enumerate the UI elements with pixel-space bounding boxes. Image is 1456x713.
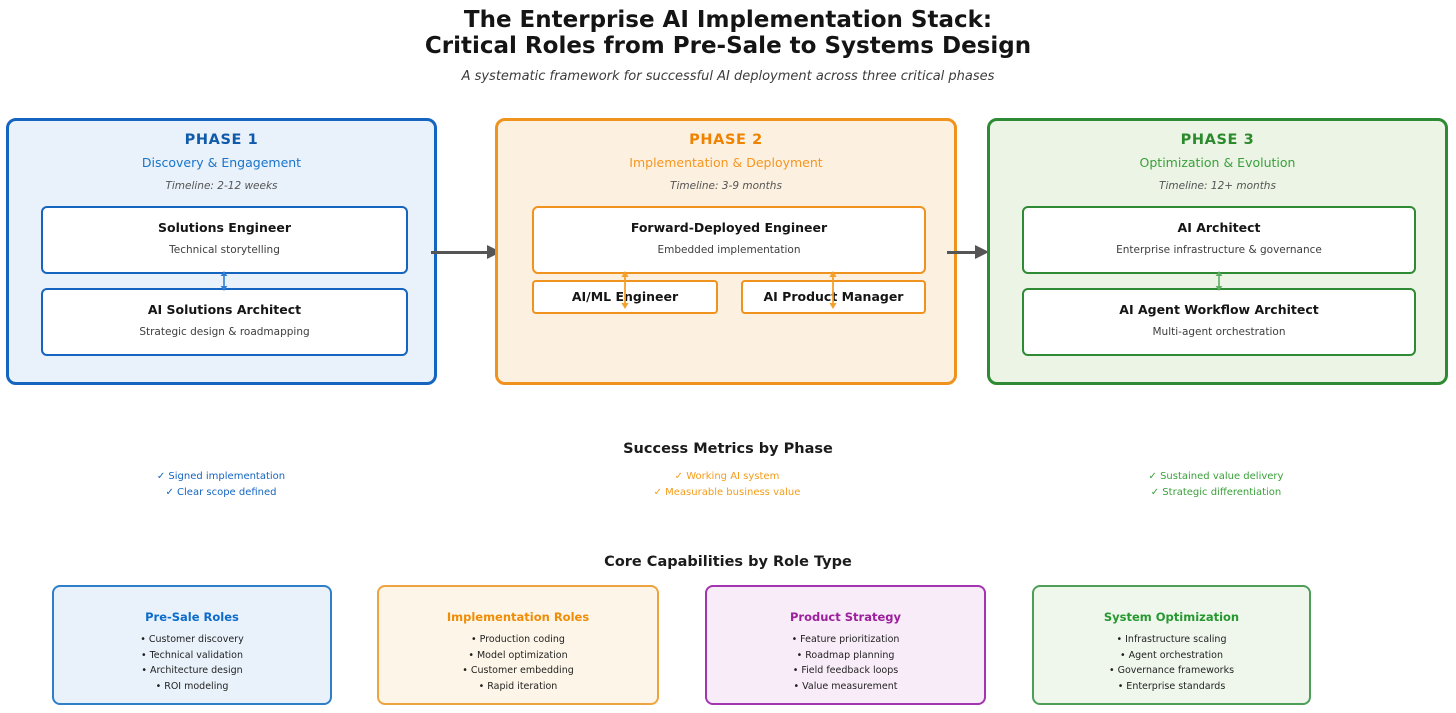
capability-items: • Customer discovery • Technical validat… xyxy=(54,632,330,694)
bidirectional-arrow-icon xyxy=(218,271,230,291)
capability-item: • Infrastructure scaling xyxy=(1116,634,1227,645)
capability-box-pre-sale-roles: Pre-Sale Roles • Customer discovery • Te… xyxy=(52,585,332,705)
role-description: Embedded implementation xyxy=(657,244,801,256)
capability-items: • Feature prioritization • Roadmap plann… xyxy=(707,632,984,694)
bidirectional-arrow-icon xyxy=(827,271,839,309)
phase-1-name: PHASE 1 xyxy=(184,132,259,148)
role-title: AI Solutions Architect xyxy=(147,302,302,317)
role-box-ai-architect: AI Architect Enterprise infrastructure &… xyxy=(1022,206,1416,274)
role-description: Enterprise infrastructure & governance xyxy=(1116,244,1322,256)
capability-item: • Customer discovery xyxy=(140,634,244,645)
core-capabilities-heading: Core Capabilities by Role Type xyxy=(604,554,852,570)
bidirectional-arrow-icon xyxy=(1213,271,1225,291)
phase-2-timeline: Timeline: 3-9 months xyxy=(670,180,782,192)
page-subtitle: A systematic framework for successful AI… xyxy=(461,69,995,84)
capability-item: • Field feedback loops xyxy=(792,665,899,676)
success-metrics-heading: Success Metrics by Phase xyxy=(623,441,833,457)
role-title: AI Architect xyxy=(1177,220,1261,235)
metrics-phase-2: ✓ Working AI system ✓ Measurable busines… xyxy=(577,469,877,500)
role-description: Strategic design & roadmapping xyxy=(139,326,310,338)
metric-item: ✓ Measurable business value xyxy=(653,486,801,498)
capability-item: • ROI modeling xyxy=(155,680,229,692)
role-description: Technical storytelling xyxy=(169,244,280,256)
capability-title: Pre-Sale Roles xyxy=(145,610,239,624)
capability-item: • Production coding xyxy=(471,634,565,645)
metric-item: ✓ Sustained value delivery xyxy=(1148,471,1284,482)
metrics-phase-3: ✓ Sustained value delivery ✓ Strategic d… xyxy=(1066,469,1366,500)
capability-item: • Customer embedding xyxy=(462,665,574,676)
capability-items: • Production coding • Model optimization… xyxy=(379,632,657,694)
capability-item: • Value measurement xyxy=(793,680,898,692)
capability-item: • Roadmap planning xyxy=(796,649,895,661)
capability-box-product-strategy: Product Strategy • Feature prioritizatio… xyxy=(705,585,986,705)
metric-item: ✓ Clear scope defined xyxy=(165,486,277,498)
bidirectional-arrow-icon xyxy=(619,271,631,309)
role-box-ai-solutions-architect: AI Solutions Architect Strategic design … xyxy=(41,288,408,356)
role-title: Solutions Engineer xyxy=(157,220,291,235)
metrics-phase-1: ✓ Signed implementation ✓ Clear scope de… xyxy=(71,469,371,500)
capability-item: • Governance frameworks xyxy=(1108,665,1235,676)
capability-item: • Feature prioritization xyxy=(791,634,900,645)
capability-box-system-optimization: System Optimization • Infrastructure sca… xyxy=(1032,585,1311,705)
role-box-ai-agent-workflow-architect: AI Agent Workflow Architect Multi-agent … xyxy=(1022,288,1416,356)
capability-item: • Rapid iteration xyxy=(478,680,558,692)
page-title-line2: Critical Roles from Pre-Sale to Systems … xyxy=(424,33,1032,59)
capability-item: • Model optimization xyxy=(468,649,568,661)
role-title: Forward-Deployed Engineer xyxy=(630,220,828,235)
capability-item: • Architecture design xyxy=(141,665,243,676)
capability-title: Product Strategy xyxy=(790,610,901,624)
metric-item: ✓ Working AI system xyxy=(674,471,780,482)
phase-flow-arrow-icon xyxy=(431,245,501,259)
role-title: AI Agent Workflow Architect xyxy=(1119,302,1319,317)
phase-flow-arrow-icon xyxy=(947,245,989,259)
role-box-forward-deployed-engineer: Forward-Deployed Engineer Embedded imple… xyxy=(532,206,926,274)
capability-title: System Optimization xyxy=(1103,610,1240,624)
phase-2-subtitle: Implementation & Deployment xyxy=(629,155,823,170)
capability-items: • Infrastructure scaling • Agent orchest… xyxy=(1034,632,1309,694)
role-box-ai-product-manager: AI Product Manager xyxy=(741,280,926,314)
phase-2-panel: PHASE 2 Implementation & Deployment Time… xyxy=(495,118,957,385)
phase-3-subtitle: Optimization & Evolution xyxy=(1139,155,1296,170)
role-box-solutions-engineer: Solutions Engineer Technical storytellin… xyxy=(41,206,408,274)
phase-1-panel: PHASE 1 Discovery & Engagement Timeline:… xyxy=(6,118,437,385)
phase-2-name: PHASE 2 xyxy=(689,132,763,148)
metric-item: ✓ Strategic differentiation xyxy=(1150,486,1282,498)
page-title: The Enterprise AI Implementation Stack: … xyxy=(0,7,1456,59)
phase-1-timeline: Timeline: 2-12 weeks xyxy=(165,180,278,192)
phase-3-name: PHASE 3 xyxy=(1180,132,1255,148)
phase-3-timeline: Timeline: 12+ months xyxy=(1159,180,1276,192)
capability-title: Implementation Roles xyxy=(446,610,590,624)
capability-item: • Enterprise standards xyxy=(1117,680,1226,692)
capability-item: • Agent orchestration xyxy=(1120,649,1223,661)
capability-box-implementation-roles: Implementation Roles • Production coding… xyxy=(377,585,659,705)
phase-1-subtitle: Discovery & Engagement xyxy=(141,155,302,170)
capability-item: • Technical validation xyxy=(140,649,244,661)
phase-3-panel: PHASE 3 Optimization & Evolution Timelin… xyxy=(987,118,1448,385)
metric-item: ✓ Signed implementation xyxy=(156,471,286,482)
role-description: Multi-agent orchestration xyxy=(1152,326,1286,338)
page-title-line1: The Enterprise AI Implementation Stack: xyxy=(463,7,993,33)
